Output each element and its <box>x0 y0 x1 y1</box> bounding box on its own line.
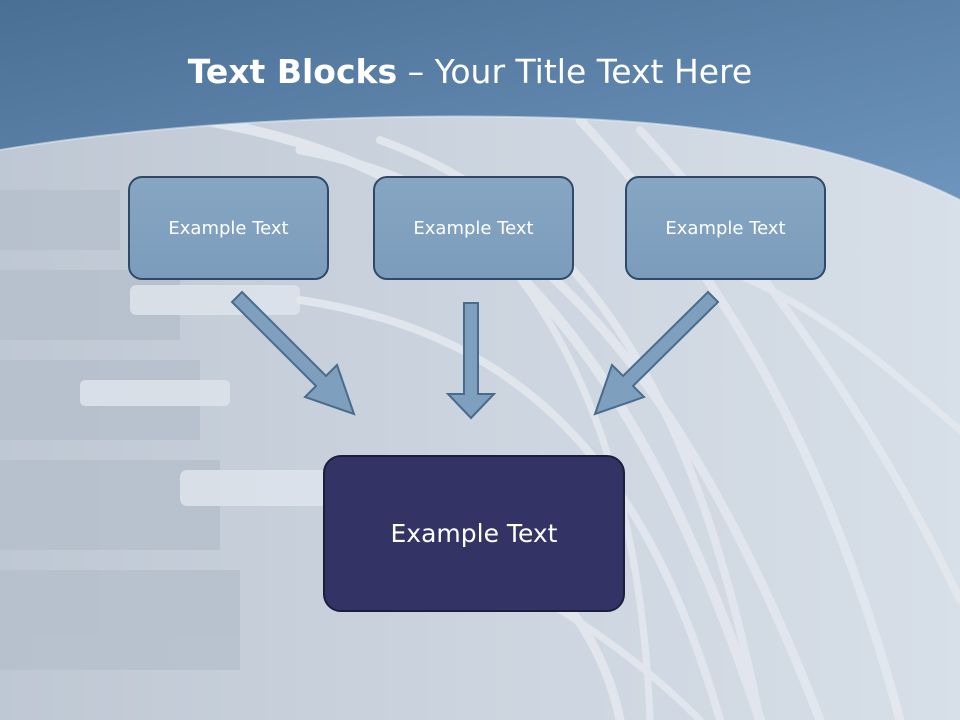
slide-title: Text Blocks – Your Title Text Here <box>0 52 940 91</box>
text-block-1: Example Text <box>128 176 329 280</box>
text-block-2: Example Text <box>373 176 574 280</box>
title-rest-part: – Your Title Text Here <box>397 52 753 91</box>
arrow-center <box>445 302 497 420</box>
arrow-left <box>230 290 356 416</box>
text-block-3: Example Text <box>625 176 826 280</box>
arrow-right <box>593 290 720 416</box>
main-text-block: Example Text <box>323 455 625 612</box>
title-bold-part: Text Blocks <box>187 52 398 91</box>
